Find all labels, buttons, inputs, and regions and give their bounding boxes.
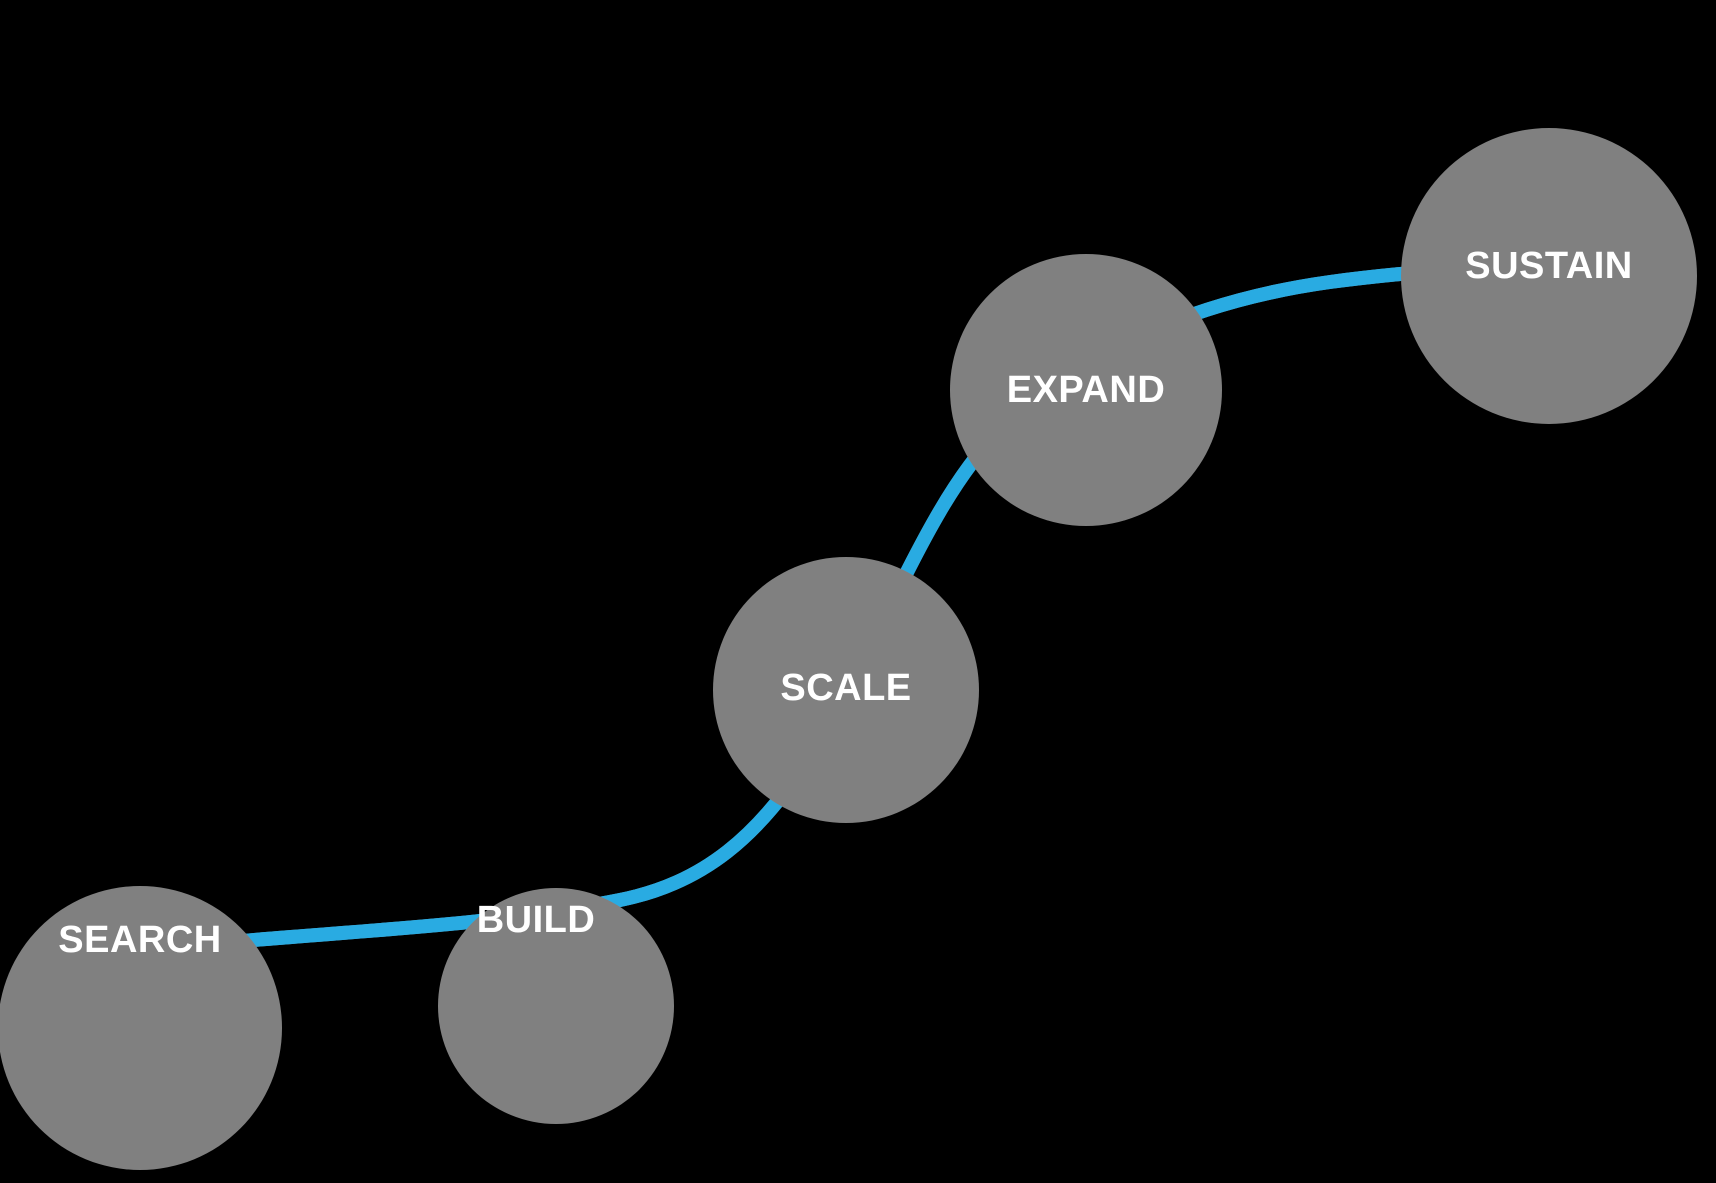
stage-label-scale: SCALE — [780, 667, 911, 709]
stage-label-build: BUILD — [477, 899, 596, 941]
stage-circle-build[interactable] — [438, 888, 674, 1124]
stage-circle-expand[interactable] — [950, 254, 1222, 526]
stage-circle-search[interactable] — [0, 886, 282, 1170]
stage-label-expand: EXPAND — [1007, 369, 1166, 411]
stage-circle-sustain[interactable] — [1401, 128, 1697, 424]
stage-label-search: SEARCH — [58, 919, 221, 961]
stage-circle-scale[interactable] — [713, 557, 979, 823]
stage-label-sustain: SUSTAIN — [1465, 245, 1632, 287]
stage-labels-layer: SEARCH BUILD SCALE EXPAND SUSTAIN — [58, 245, 1632, 961]
stage-circles-layer — [0, 128, 1697, 1170]
